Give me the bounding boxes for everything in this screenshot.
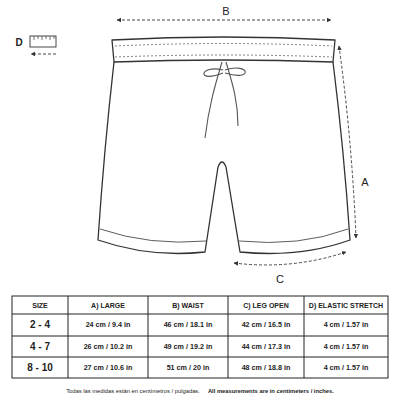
table-header: B) WAIST — [172, 302, 204, 309]
size-table-grid — [12, 296, 388, 378]
dimension-letter: C — [276, 274, 284, 285]
table-cell: 4 cm / 1.57 in — [324, 343, 369, 350]
table-cell: 27 cm / 10.6 in — [84, 364, 133, 371]
dimension-letter: D — [15, 38, 22, 48]
shorts-outline — [98, 37, 350, 254]
ruler-icon — [30, 36, 56, 47]
table-cell: 4 cm / 1.57 in — [324, 321, 369, 328]
table-cell: 24 cm / 9.4 in — [86, 321, 131, 328]
dimension-letter: B — [222, 6, 229, 17]
dimension-lines — [31, 20, 356, 265]
footnote: Todas las medidas están en centímetros /… — [66, 389, 200, 395]
table-header: D) ELASTIC STRETCH — [309, 302, 383, 309]
dimension-letter: A — [361, 177, 368, 188]
size-cell: 2 - 4 — [30, 320, 50, 330]
table-header: SIZE — [32, 302, 48, 309]
table-cell: 42 cm / 16.5 in — [242, 321, 291, 328]
size-cell: 8 - 10 — [27, 363, 53, 373]
table-cell: 46 cm / 18.1 in — [164, 321, 213, 328]
drawstring — [204, 62, 245, 138]
size-cell: 4 - 7 — [30, 342, 50, 352]
table-cell: 4 cm / 1.57 in — [324, 364, 369, 371]
table-header: A) LARGE — [91, 302, 125, 309]
table-cell: 26 cm / 10.2 in — [84, 343, 133, 350]
footnote: All measurements are in centimeters / in… — [208, 389, 334, 395]
table-cell: 49 cm / 19.2 in — [164, 343, 213, 350]
table-cell: 48 cm / 18.8 in — [242, 364, 291, 371]
table-cell: 44 cm / 17.3 in — [242, 343, 291, 350]
table-cell: 51 cm / 20 in — [167, 364, 210, 371]
table-header: C) LEG OPEN — [243, 302, 289, 309]
